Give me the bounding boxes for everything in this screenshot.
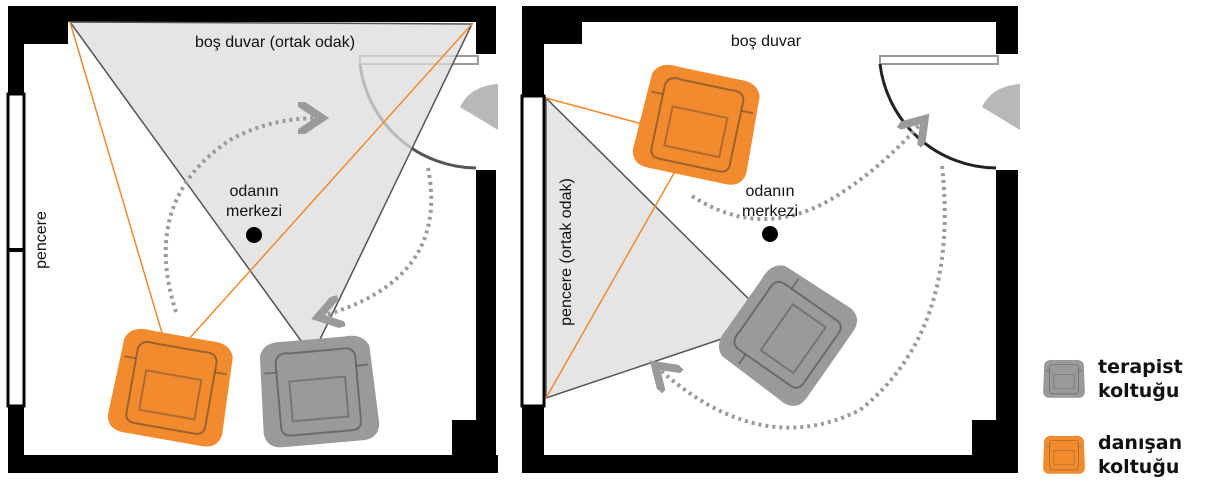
right-room-center-dot bbox=[762, 226, 778, 242]
right-focus-area bbox=[545, 96, 774, 400]
left-client-armchair bbox=[104, 324, 239, 451]
left-therapist-armchair bbox=[254, 332, 382, 450]
left-top-wall-label: boş duvar (ortak odak) bbox=[195, 34, 355, 51]
right-wall-left-window-frame bbox=[520, 94, 546, 408]
left-wall-right-upper bbox=[476, 6, 496, 54]
right-wall-top bbox=[522, 6, 1017, 22]
right-therapist-armchair bbox=[709, 255, 865, 414]
left-wall-top bbox=[8, 6, 495, 22]
legend-therapist-line1: terapist bbox=[1098, 356, 1183, 378]
right-window-label: pencere (ortak odak) bbox=[558, 178, 575, 326]
left-focus-area bbox=[68, 21, 474, 358]
right-wall-right-lower bbox=[996, 170, 1018, 473]
right-top-wall-label: boş duvar bbox=[731, 33, 802, 50]
left-door-pointer-icon bbox=[460, 84, 498, 130]
legend-therapist-line2: koltuğu bbox=[1098, 380, 1179, 402]
left-wall-left-upper bbox=[8, 6, 24, 94]
legend-therapist-icon bbox=[1042, 359, 1086, 399]
right-path-arrow-2 bbox=[658, 165, 947, 430]
left-center-label-line1: odanın bbox=[230, 183, 279, 200]
legend-client-line2: koltuğu bbox=[1098, 456, 1179, 478]
right-door-swing bbox=[878, 63, 997, 170]
right-door-pointer-icon bbox=[982, 84, 1020, 130]
right-door-leaf bbox=[879, 55, 999, 65]
left-path-arrow-1 bbox=[163, 118, 318, 313]
right-wall-corner-br bbox=[972, 420, 1018, 473]
left-wall-corner-br bbox=[452, 420, 496, 473]
left-window-label: pencere bbox=[33, 211, 50, 269]
right-floor-plan: boş duvar pencere (ortak odak) odanın me… bbox=[520, 6, 1018, 473]
left-center-label-line2: merkezi bbox=[226, 203, 282, 220]
left-window-bar bbox=[8, 248, 24, 252]
right-center-label-line1: odanın bbox=[746, 183, 795, 200]
legend: terapist koltuğu danışan koltuğu bbox=[1042, 356, 1183, 478]
right-wall-bottom bbox=[522, 455, 1018, 473]
right-wall-right-upper bbox=[996, 6, 1018, 54]
left-wall-bottom bbox=[8, 455, 498, 473]
left-wall-right-lower bbox=[476, 170, 496, 473]
right-center-label-line2: merkezi bbox=[742, 203, 798, 220]
legend-client-icon bbox=[1042, 435, 1086, 475]
right-wall-left-upper bbox=[522, 6, 544, 96]
left-room-center-dot bbox=[246, 227, 262, 243]
right-client-armchair bbox=[628, 59, 767, 189]
right-path-arrow-1 bbox=[690, 122, 922, 222]
legend-client-line1: danışan bbox=[1098, 432, 1182, 454]
left-floor-plan: boş duvar (ortak odak) pencere odanın me… bbox=[6, 6, 498, 473]
